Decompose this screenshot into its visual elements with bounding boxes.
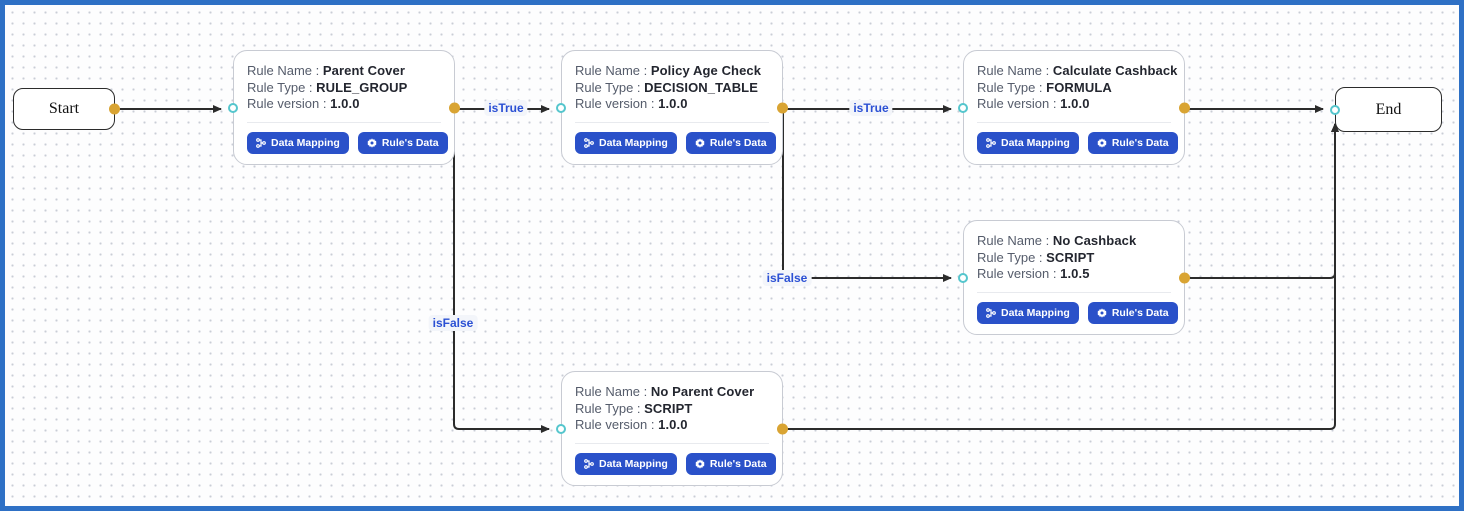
rule-version-value: 1.0.0 bbox=[330, 96, 360, 111]
rule-type-line: Rule Type : DECISION_TABLE bbox=[575, 80, 769, 97]
edge-no-cashback-to-end[interactable] bbox=[1186, 123, 1339, 279]
divider bbox=[575, 121, 769, 123]
source-handle[interactable] bbox=[1179, 272, 1190, 283]
rule-name-line: Rule Name : No Cashback bbox=[977, 233, 1171, 250]
edge-label-isfalse: isFalse bbox=[428, 315, 478, 331]
target-handle[interactable] bbox=[228, 102, 238, 113]
end-node-label: End bbox=[1375, 100, 1402, 118]
rule-version-label: Rule version : bbox=[575, 96, 655, 111]
rule-version-line: Rule version : 1.0.0 bbox=[247, 96, 441, 113]
rule-name-label: Rule Name : bbox=[977, 233, 1050, 248]
data-mapping-button[interactable]: Data Mapping bbox=[247, 131, 349, 154]
rule-name-value: Calculate Cashback bbox=[1052, 63, 1178, 78]
gear-icon bbox=[1096, 137, 1107, 148]
target-handle[interactable] bbox=[958, 272, 968, 283]
rule-name-line: Rule Name : Policy Age Check bbox=[575, 63, 769, 80]
rule-version-line: Rule version : 1.0.0 bbox=[575, 96, 769, 113]
rule-name-label: Rule Name : bbox=[575, 384, 648, 399]
mapping-icon bbox=[986, 137, 996, 148]
start-node[interactable]: Start bbox=[13, 88, 120, 130]
rule-name-line: Rule Name : Parent Cover bbox=[247, 63, 441, 80]
rule-type-label: Rule Type : bbox=[247, 79, 313, 95]
rule-type-label: Rule Type : bbox=[977, 249, 1043, 265]
data-mapping-button[interactable]: Data Mapping bbox=[575, 131, 677, 154]
mapping-icon bbox=[256, 137, 266, 148]
rule-type-label: Rule Type : bbox=[977, 79, 1043, 95]
rule-name-line: Rule Name : Calculate Cashback bbox=[977, 63, 1177, 80]
rules-data-button[interactable]: Rule's Data bbox=[357, 131, 448, 154]
rule-type-label: Rule Type : bbox=[575, 79, 641, 95]
rule-name-value: No Cashback bbox=[1052, 233, 1137, 248]
rule-version-label: Rule version : bbox=[575, 417, 655, 432]
end-node[interactable]: End bbox=[1330, 87, 1442, 132]
rule-version-value: 1.0.0 bbox=[658, 96, 688, 111]
mapping-icon bbox=[584, 458, 594, 469]
divider bbox=[977, 121, 1171, 123]
source-handle[interactable] bbox=[777, 423, 788, 434]
rule-version-label: Rule version : bbox=[977, 96, 1057, 111]
rules-data-button[interactable]: Rule's Data bbox=[685, 131, 776, 154]
divider bbox=[575, 442, 769, 444]
rule-node-parent-cover[interactable]: Rule Name : Parent Cover Rule Type : RUL… bbox=[228, 50, 460, 165]
rule-type-label: Rule Type : bbox=[575, 400, 641, 416]
rule-type-line: Rule Type : FORMULA bbox=[977, 80, 1171, 97]
mapping-icon bbox=[986, 307, 996, 318]
rule-version-value: 1.0.0 bbox=[1060, 96, 1090, 111]
rules-data-button[interactable]: Rule's Data bbox=[685, 452, 776, 475]
gear-icon bbox=[694, 458, 705, 469]
rule-name-value: No Parent Cover bbox=[650, 384, 755, 399]
rule-type-value: SCRIPT bbox=[644, 400, 693, 416]
edge-label-istrue: isTrue bbox=[484, 100, 528, 116]
rule-version-label: Rule version : bbox=[977, 266, 1057, 281]
target-handle[interactable] bbox=[958, 102, 968, 113]
edge-no-parent-cover-to-end[interactable] bbox=[785, 123, 1339, 430]
source-handle[interactable] bbox=[449, 102, 460, 113]
rule-type-line: Rule Type : SCRIPT bbox=[575, 401, 769, 418]
edge-label-isfalse: isFalse bbox=[762, 270, 812, 286]
data-mapping-button[interactable]: Data Mapping bbox=[977, 131, 1079, 154]
rule-version-label: Rule version : bbox=[247, 96, 327, 111]
source-handle[interactable] bbox=[1179, 102, 1190, 113]
divider bbox=[247, 121, 441, 123]
data-mapping-button[interactable]: Data Mapping bbox=[575, 452, 677, 475]
rules-data-button[interactable]: Rule's Data bbox=[1087, 131, 1178, 154]
rule-type-value: SCRIPT bbox=[1046, 249, 1095, 265]
rule-version-value: 1.0.5 bbox=[1060, 266, 1090, 281]
divider bbox=[977, 291, 1171, 293]
target-handle[interactable] bbox=[556, 423, 566, 434]
gear-icon bbox=[694, 137, 705, 148]
rule-node-calculate-cashback[interactable]: Rule Name : Calculate Cashback Rule Type… bbox=[958, 50, 1190, 165]
rule-type-line: Rule Type : RULE_GROUP bbox=[247, 80, 441, 97]
rule-name-label: Rule Name : bbox=[247, 63, 320, 78]
end-target-handle[interactable] bbox=[1330, 104, 1340, 115]
target-handle[interactable] bbox=[556, 102, 566, 113]
start-node-label: Start bbox=[48, 100, 80, 117]
gear-icon bbox=[1096, 307, 1107, 318]
rule-node-no-parent-cover[interactable]: Rule Name : No Parent Cover Rule Type : … bbox=[556, 371, 788, 486]
rule-version-line: Rule version : 1.0.0 bbox=[977, 96, 1171, 113]
rule-node-policy-age-check[interactable]: Rule Name : Policy Age Check Rule Type :… bbox=[556, 50, 788, 165]
gear-icon bbox=[366, 137, 377, 148]
rule-version-line: Rule version : 1.0.0 bbox=[575, 417, 769, 434]
start-source-handle[interactable] bbox=[109, 103, 120, 115]
mapping-icon bbox=[584, 137, 594, 148]
rule-type-value: RULE_GROUP bbox=[316, 79, 408, 95]
rule-name-label: Rule Name : bbox=[575, 63, 648, 78]
source-handle[interactable] bbox=[777, 102, 788, 113]
rule-name-value: Policy Age Check bbox=[650, 63, 762, 78]
rules-data-button[interactable]: Rule's Data bbox=[1087, 301, 1178, 324]
rule-type-line: Rule Type : SCRIPT bbox=[977, 250, 1171, 267]
rule-name-value: Parent Cover bbox=[322, 63, 405, 78]
rule-name-line: Rule Name : No Parent Cover bbox=[575, 384, 769, 401]
rule-name-label: Rule Name : bbox=[977, 63, 1050, 78]
rule-version-line: Rule version : 1.0.5 bbox=[977, 266, 1171, 283]
edge-policy-isfalse[interactable] bbox=[782, 111, 952, 282]
data-mapping-button[interactable]: Data Mapping bbox=[977, 301, 1079, 324]
edge-label-istrue: isTrue bbox=[849, 100, 893, 116]
edge-parent-cover-isfalse[interactable] bbox=[453, 111, 550, 433]
rule-version-value: 1.0.0 bbox=[658, 417, 688, 432]
rule-node-no-cashback[interactable]: Rule Name : No Cashback Rule Type : SCRI… bbox=[958, 220, 1190, 335]
rule-type-value: DECISION_TABLE bbox=[644, 79, 758, 95]
rule-type-value: FORMULA bbox=[1046, 79, 1112, 95]
